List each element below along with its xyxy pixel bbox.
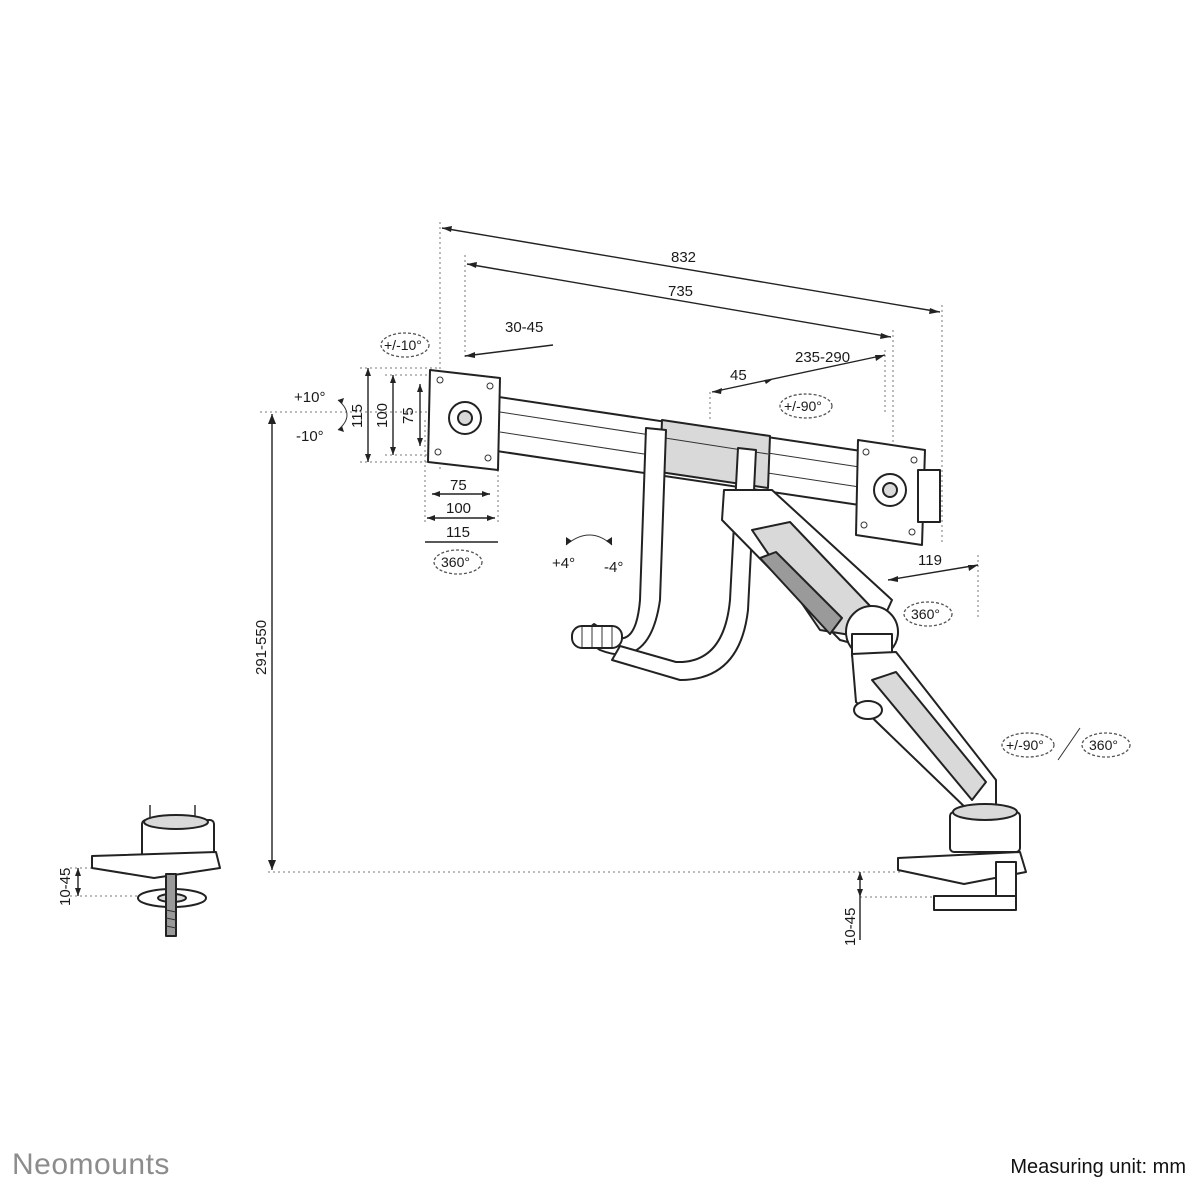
handle-grip — [571, 625, 623, 649]
angle-rotation-arm: 360° — [1089, 737, 1118, 753]
desk-clamp-right — [897, 803, 1027, 911]
dim-arm-span: 735 — [668, 283, 693, 300]
dim-overall-width: 832 — [671, 249, 696, 266]
dimension-lines — [70, 226, 1081, 940]
vesa-plate-left — [427, 369, 501, 471]
badge-swivel-arm — [1001, 732, 1055, 758]
badge-rotation-head — [433, 549, 483, 575]
angle-swivel-arm: +/-90° — [1006, 737, 1044, 753]
angle-rotation-pole: 360° — [911, 606, 940, 622]
dim-clamp-left: 10-45 — [57, 868, 74, 906]
dim-slider-range: 235-290 — [795, 349, 850, 366]
angle-tilt-up: +10° — [294, 389, 325, 406]
dim-base-to-pole: 119 — [918, 552, 942, 569]
dim-vesa-offset: 30-45 — [505, 319, 543, 336]
dim-vesa-h-75: 75 — [450, 477, 467, 494]
angle-bar-tilt-plus: +4° — [552, 555, 575, 572]
angle-rotation-head: 360° — [441, 554, 470, 570]
badge-rotation-arm — [1081, 732, 1131, 758]
angle-badges — [337, 332, 1131, 758]
angle-head-tilt: +/-10° — [384, 337, 422, 353]
badge-rotation-pole — [903, 601, 953, 627]
dim-slider-offset: 45 — [730, 367, 747, 384]
brand-logo: Neomounts — [12, 1148, 170, 1181]
reference-lines — [260, 222, 979, 898]
badge-swivel-slider — [779, 393, 833, 419]
dim-vesa-v-100: 100 — [374, 403, 391, 428]
vesa-plate-right — [855, 439, 941, 546]
measuring-unit-note: Measuring unit: mm — [1010, 1156, 1186, 1178]
angle-swivel-slider: +/-90° — [784, 398, 822, 414]
bar-tilt-arc-icon — [565, 534, 613, 546]
angle-bar-tilt-minus: -4° — [604, 559, 623, 576]
dim-vesa-h-100: 100 — [446, 500, 471, 517]
dim-height-range: 291-550 — [253, 620, 270, 675]
desk-clamp-left — [91, 805, 221, 937]
dim-vesa-h-115: 115 — [446, 524, 470, 541]
dim-vesa-v-75: 75 — [400, 407, 417, 424]
badge-head-tilt — [380, 332, 430, 358]
dim-clamp-right: 10-45 — [842, 908, 859, 946]
angle-tilt-down: -10° — [296, 428, 324, 445]
monitor-arm-illustration — [91, 369, 1027, 937]
tilt-arc-icon — [337, 399, 348, 431]
dimension-labels: 832 735 30-45 45 235-290 119 291-550 10-… — [57, 249, 1118, 946]
dim-vesa-v-115: 115 — [349, 404, 366, 428]
